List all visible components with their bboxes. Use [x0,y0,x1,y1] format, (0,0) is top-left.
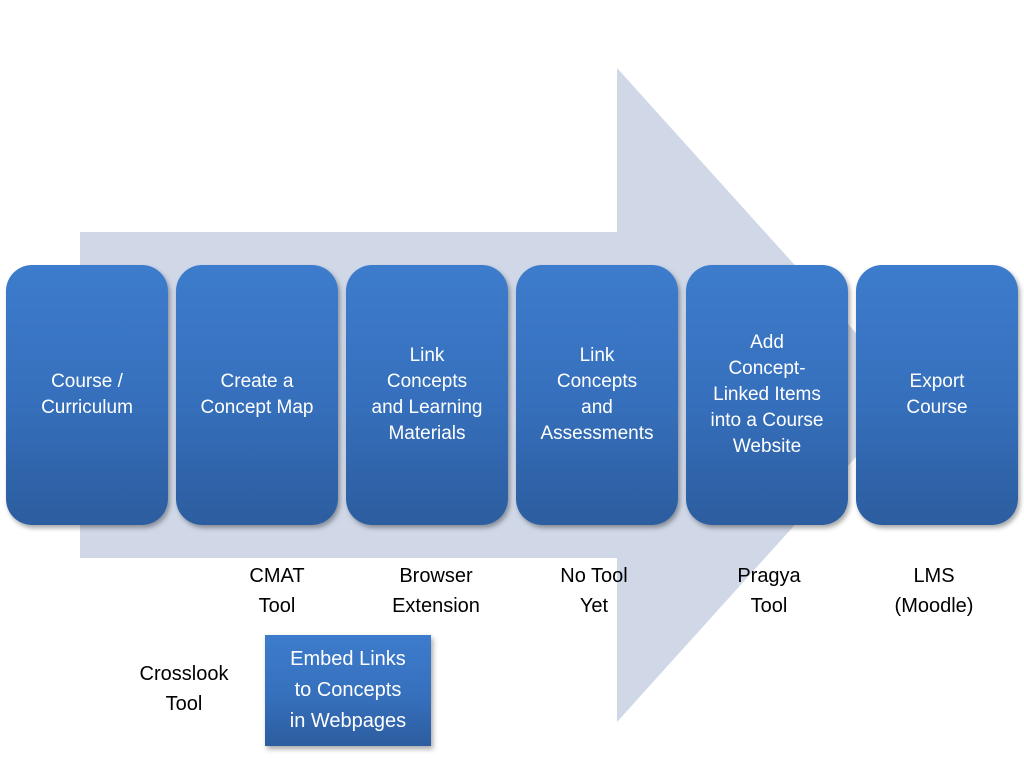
step-add-to-course-website: Add Concept- Linked Items into a Course … [686,265,848,525]
tool-label-pragya: Pragya Tool [737,565,801,617]
step-label: Export Course [906,371,968,418]
step-label: Link Concepts and Assessments [540,345,654,444]
embed-links-box: Embed Links to Concepts in Webpages [265,635,431,746]
step-link-learning-materials: Link Concepts and Learning Materials [346,265,508,525]
step-label: Course / Curriculum [41,371,133,418]
step-course-curriculum: Course / Curriculum [6,265,168,525]
step-label: Add Concept- Linked Items into a Course … [710,332,824,457]
embed-links-label: Embed Links to Concepts in Webpages [289,648,407,732]
tool-label-cmat: CMAT Tool [249,565,305,617]
tool-label-lms: LMS (Moodle) [894,565,974,617]
crosslook-tool-label: Crosslook Tool [139,663,229,715]
step-create-concept-map: Create a Concept Map [176,265,338,525]
tool-label-no-tool: No Tool Yet [560,565,628,617]
tool-label-browser-extension: Browser Extension [392,565,480,617]
step-label: Create a Concept Map [200,371,314,418]
step-link-assessments: Link Concepts and Assessments [516,265,678,525]
step-label: Link Concepts and Learning Materials [371,345,483,444]
step-export-course: Export Course [856,265,1018,525]
